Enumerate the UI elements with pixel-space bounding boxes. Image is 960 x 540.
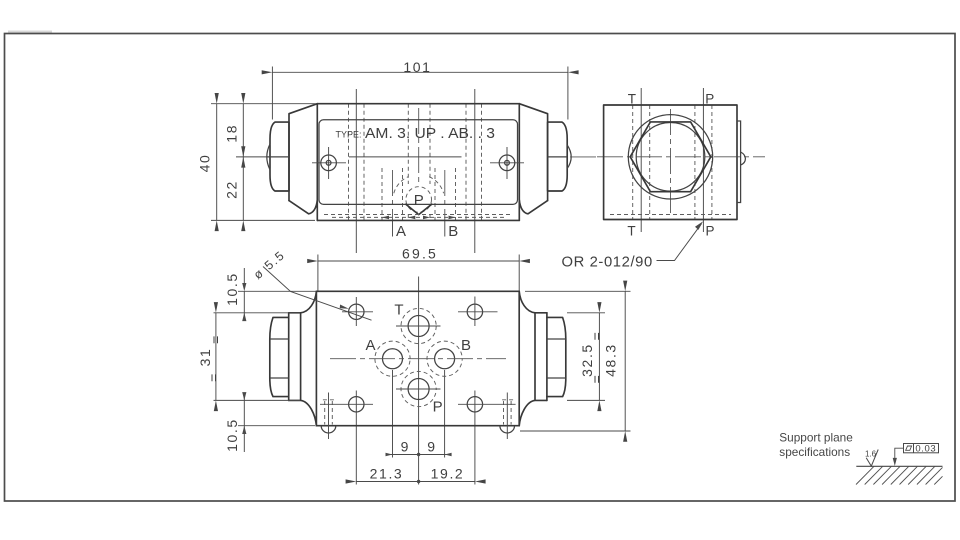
svg-text:P: P bbox=[414, 192, 424, 209]
svg-text:Support plane: Support plane bbox=[779, 430, 853, 444]
svg-text:AM. 3. UP . AB. . 3: AM. 3. UP . AB. . 3 bbox=[365, 126, 495, 142]
svg-text:9: 9 bbox=[427, 439, 436, 455]
svg-text:48.3: 48.3 bbox=[603, 343, 619, 377]
svg-text:T: T bbox=[627, 224, 635, 239]
svg-text:P: P bbox=[705, 91, 714, 106]
svg-text:T: T bbox=[394, 302, 403, 319]
svg-text:40: 40 bbox=[197, 154, 213, 173]
svg-text:P: P bbox=[705, 224, 714, 239]
svg-text:9: 9 bbox=[401, 439, 410, 455]
svg-text:31: 31 bbox=[197, 348, 213, 367]
svg-text:32.5: 32.5 bbox=[579, 343, 595, 377]
svg-text:A: A bbox=[396, 223, 406, 240]
svg-text:10.5: 10.5 bbox=[224, 272, 240, 306]
svg-text:=: = bbox=[207, 334, 223, 344]
svg-text:10.5: 10.5 bbox=[224, 418, 240, 452]
svg-text:=: = bbox=[205, 372, 221, 382]
svg-text:OR 2-012/90: OR 2-012/90 bbox=[562, 255, 653, 271]
svg-text:101: 101 bbox=[403, 59, 431, 75]
svg-text:P: P bbox=[433, 399, 443, 416]
svg-text:1.6: 1.6 bbox=[865, 450, 877, 459]
svg-text:T: T bbox=[628, 91, 636, 106]
svg-text:19.2: 19.2 bbox=[431, 466, 465, 482]
svg-text:specifications: specifications bbox=[779, 445, 850, 459]
svg-text:0.03: 0.03 bbox=[915, 443, 936, 454]
svg-text:21.3: 21.3 bbox=[370, 466, 404, 482]
svg-text:A: A bbox=[365, 337, 375, 354]
svg-text:B: B bbox=[448, 223, 458, 240]
svg-text:B: B bbox=[461, 337, 471, 354]
svg-text:22: 22 bbox=[224, 180, 240, 199]
svg-text:18: 18 bbox=[224, 124, 240, 143]
svg-text:=: = bbox=[589, 374, 605, 384]
svg-text:TYPE:: TYPE: bbox=[336, 130, 362, 141]
svg-text:69.5: 69.5 bbox=[402, 246, 438, 262]
svg-text:=: = bbox=[589, 331, 605, 341]
